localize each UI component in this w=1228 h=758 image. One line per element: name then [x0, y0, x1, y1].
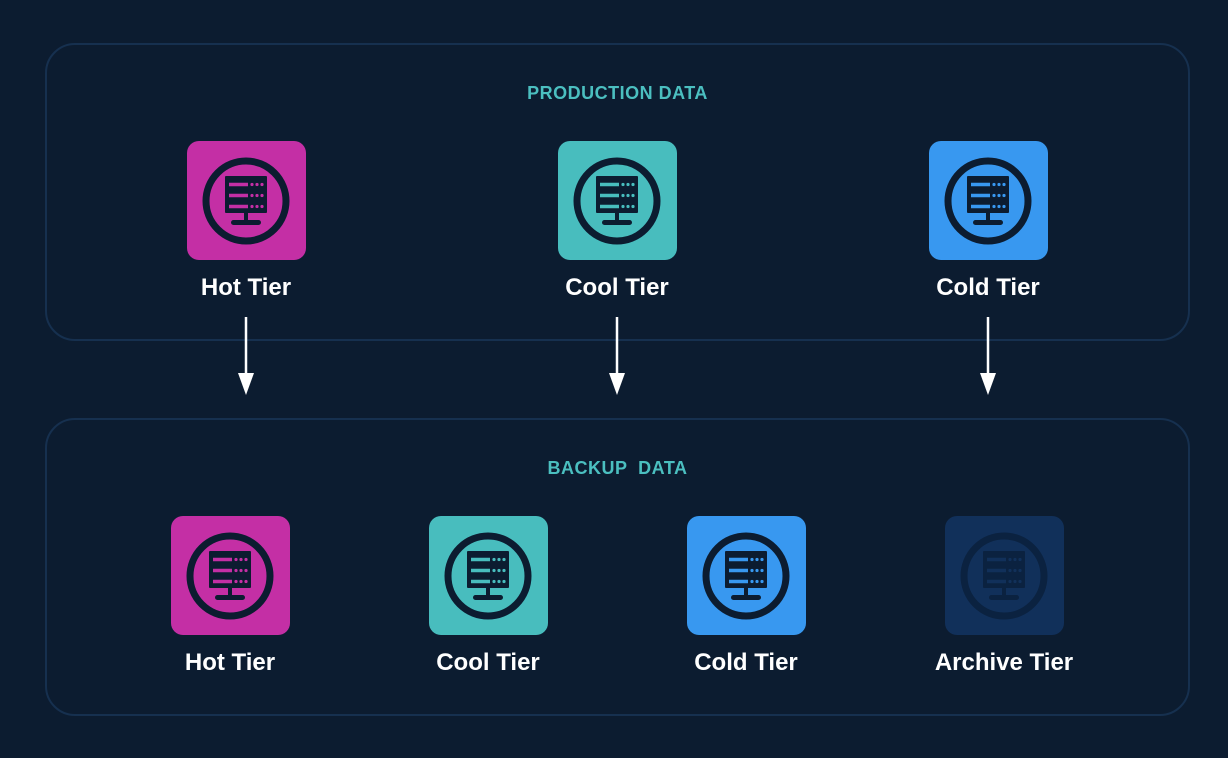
cool-tier-tile [428, 516, 548, 635]
hot-tier-tile [170, 516, 290, 635]
archive-tier-tile [944, 516, 1064, 635]
cool-tier-label: Cool Tier [565, 274, 669, 301]
server-icon [940, 153, 1036, 249]
server-icon [182, 528, 278, 624]
server-icon [698, 528, 794, 624]
cool-tier-tile [557, 141, 677, 260]
cold-tier-down-arrow [980, 317, 996, 395]
server-icon [569, 153, 665, 249]
production-cold-tier[interactable]: Cold Tier [888, 141, 1088, 302]
backup-cool-tier[interactable]: Cool Tier [388, 516, 588, 677]
backup-cold-tier[interactable]: Cold Tier [646, 516, 846, 677]
archive-tier-label: Archive Tier [934, 649, 1074, 676]
cold-tier-label: Cold Tier [694, 649, 798, 676]
cold-tier-label: Cold Tier [936, 274, 1040, 301]
backup-archive-tier[interactable]: Archive Tier [904, 516, 1104, 677]
cool-tier-down-arrow [609, 317, 625, 395]
server-icon [198, 153, 294, 249]
hot-tier-down-arrow [238, 317, 254, 395]
backup-hot-tier[interactable]: Hot Tier [130, 516, 330, 677]
production-data-title: PRODUCTION DATA [527, 83, 708, 103]
hot-tier-label: Hot Tier [200, 274, 292, 301]
hot-tier-tile [186, 141, 306, 260]
cold-tier-tile [686, 516, 806, 635]
production-hot-tier[interactable]: Hot Tier [146, 141, 346, 302]
production-cool-tier[interactable]: Cool Tier [517, 141, 717, 302]
cool-tier-label: Cool Tier [436, 649, 540, 676]
server-icon [956, 528, 1052, 624]
server-icon [440, 528, 536, 624]
hot-tier-label: Hot Tier [184, 649, 276, 676]
backup-data-group: BACKUP DATA [45, 418, 1190, 716]
cold-tier-tile [928, 141, 1048, 260]
backup-data-title: BACKUP DATA [547, 458, 688, 478]
